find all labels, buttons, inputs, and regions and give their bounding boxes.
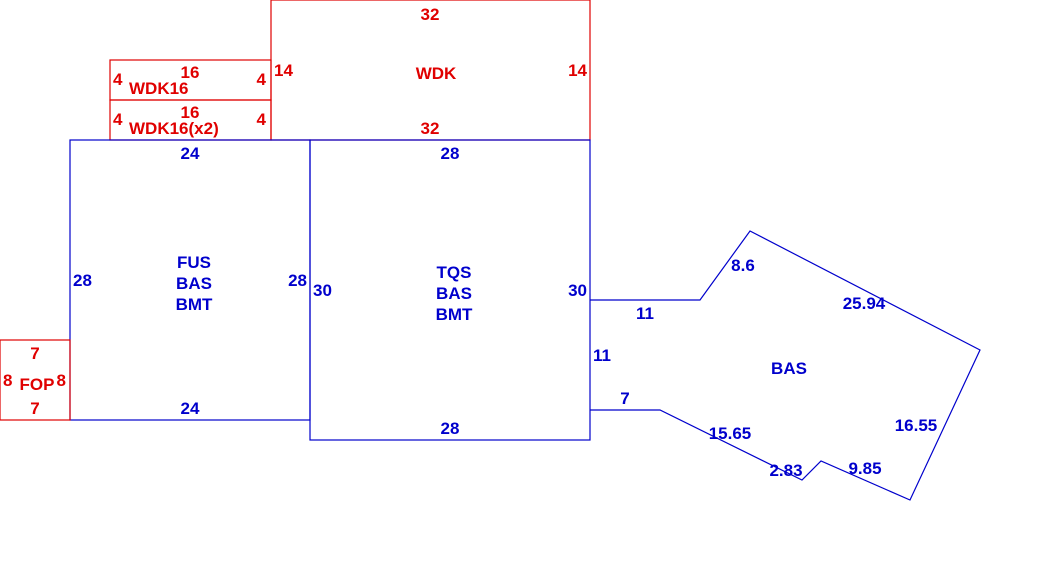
dim-label: 32 (421, 5, 440, 24)
dim-label: 28 (441, 144, 460, 163)
dim-label: 7 (30, 399, 39, 418)
bas-outline (590, 230, 981, 501)
area-label: BMT (176, 295, 213, 314)
fop-outline (0, 339, 71, 421)
dim-label: 7 (30, 344, 39, 363)
area-label: BAS (176, 274, 212, 293)
dim-label: 7 (620, 389, 629, 408)
dim-label: 28 (441, 419, 460, 438)
dim-label: 2.83 (769, 461, 802, 480)
area-label: WDK (416, 64, 457, 83)
dim-label: 4 (257, 110, 267, 129)
dim-label: 11 (593, 346, 611, 365)
dim-label: 32 (421, 119, 440, 138)
dim-label: 28 (73, 271, 92, 290)
dim-label: 8 (3, 371, 12, 390)
area-label: WDK16 (129, 79, 189, 98)
dim-label: 4 (257, 70, 267, 89)
dim-label: 8 (57, 371, 66, 390)
bas-area: 11 8.6 25.94 16.55 9.85 2.83 15.65 7 11 … (590, 230, 981, 501)
area-label: BMT (436, 305, 473, 324)
dim-label: 24 (181, 399, 200, 418)
wdk-b-area: 16 4 4 WDK16(x2) (109, 99, 272, 141)
dim-label: 4 (113, 70, 123, 89)
dim-label: 16.55 (895, 416, 938, 435)
dim-label: 30 (568, 281, 587, 300)
dim-label: 9.85 (848, 459, 881, 478)
tqs-outline (309, 139, 591, 441)
area-label: WDK16(x2) (129, 119, 219, 138)
dim-label: 16 (181, 103, 200, 122)
wdk-large-area: 32 32 14 14 WDK (270, 0, 591, 141)
area-label: FUS (177, 253, 211, 272)
area-label: BAS (436, 284, 472, 303)
area-label: TQS (437, 263, 472, 282)
dim-label: 24 (181, 144, 200, 163)
dim-label: 11 (636, 304, 654, 323)
dim-label: 30 (313, 281, 332, 300)
fop-area: 7 7 8 8 FOP (0, 339, 71, 421)
dim-label: 14 (274, 61, 293, 80)
tqs-area: 28 28 30 30 TQS BAS BMT (309, 139, 591, 441)
area-label: FOP (20, 375, 55, 394)
wdk-a-area: 16 4 4 WDK16 (109, 59, 272, 101)
dim-label: 15.65 (709, 424, 752, 443)
area-label: BAS (771, 359, 807, 378)
dim-label: 28 (288, 271, 307, 290)
dim-label: 4 (113, 110, 123, 129)
fus-area: 24 24 28 28 FUS BAS BMT (69, 139, 311, 421)
dim-label: 16 (181, 63, 200, 82)
dim-label: 14 (568, 61, 587, 80)
dim-label: 8.6 (731, 256, 755, 275)
dim-label: 25.94 (843, 294, 886, 313)
